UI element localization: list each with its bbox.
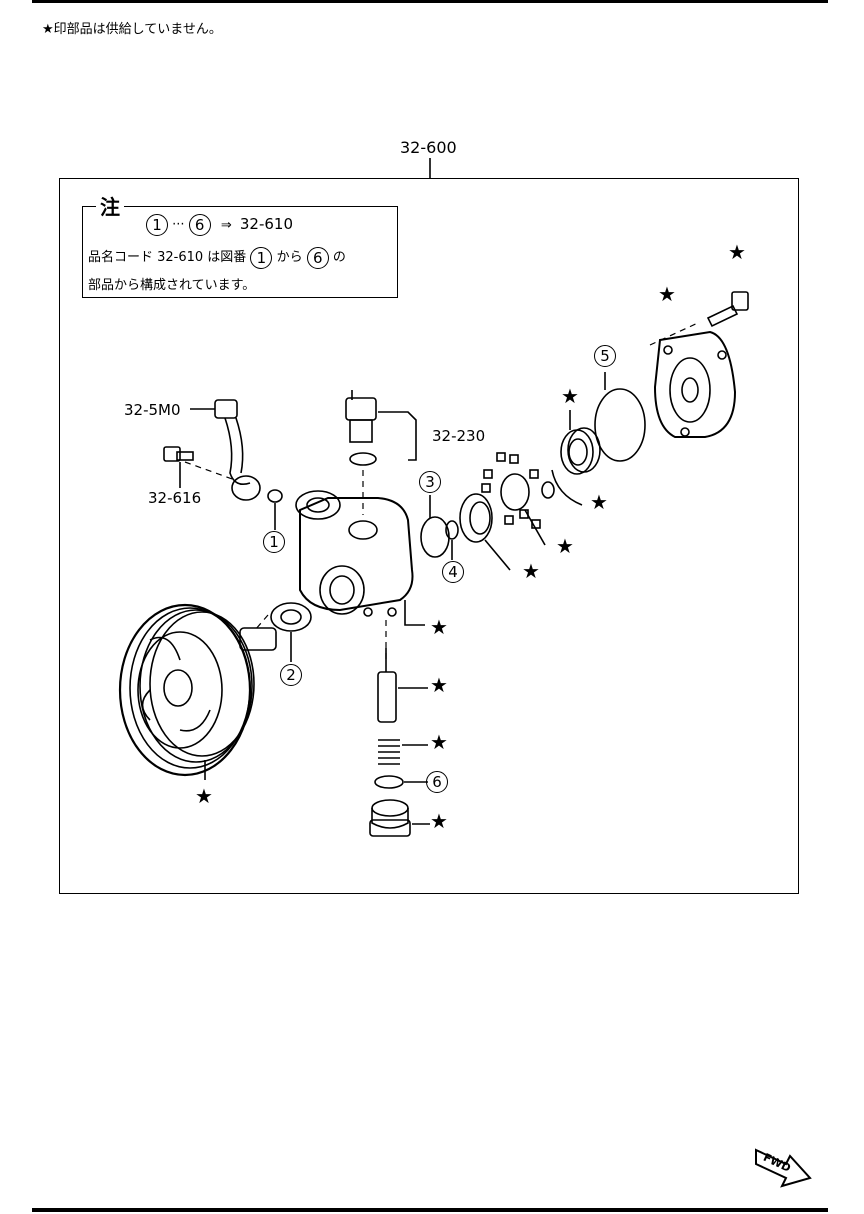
not-supplied-notice: ★印部品は供給していません。 [42, 22, 222, 37]
assembly-code-label: 32-600 [400, 138, 457, 157]
callout-3: 3 [419, 471, 441, 493]
note-range-sep: ··· [172, 217, 185, 233]
star-spring: ★ [430, 730, 448, 754]
callout-5: 5 [594, 345, 616, 367]
cover-seal-drawing [594, 372, 646, 462]
fwd-arrow-icon: FWD [755, 1148, 812, 1188]
cam-ring-drawing [560, 410, 601, 475]
callout-1: 1 [263, 531, 285, 553]
star-pump-body: ★ [430, 615, 448, 639]
bolt-part-label: 32-616 [148, 489, 202, 507]
pulley-drawing [118, 603, 277, 780]
note-description-line: 品名コード 32-610 は図番 1 から 6 の [88, 246, 346, 269]
cover-bolt-drawing [706, 291, 749, 328]
callout-4: 4 [442, 561, 464, 583]
star-cover-bolt: ★ [728, 240, 746, 264]
rotor-vanes-drawing [481, 452, 555, 546]
note-range-to: 6 [188, 214, 211, 236]
banjo-bolt-drawing [163, 446, 194, 488]
pump-body-drawing [295, 490, 425, 626]
star-rear-cover: ★ [658, 282, 676, 306]
o-rings-drawing [420, 495, 459, 560]
note-line2-from: 1 [250, 246, 273, 269]
star-pulley: ★ [195, 784, 213, 808]
callout-6: 6 [426, 771, 448, 793]
assembly-axis-lines [184, 321, 701, 660]
callout-2: 2 [280, 664, 302, 686]
note-arrow: ⇒ [220, 217, 232, 233]
flow-valve-stack-drawing [369, 648, 430, 837]
note-box [82, 206, 398, 298]
note-range-line: 1 ··· 6 ⇒ 32-610 [146, 214, 293, 236]
bottom-rule [32, 1208, 828, 1212]
rear-cover-drawing [653, 330, 737, 438]
note-line2-to: 6 [306, 246, 329, 269]
side-plate-drawing [459, 493, 511, 571]
note-line2-c: の [332, 250, 346, 265]
star-side-plate: ★ [522, 559, 540, 583]
note-range-code: 32-610 [239, 214, 294, 233]
star-plug: ★ [430, 809, 448, 833]
pressure-switch-drawing [345, 390, 417, 466]
note-range-from: 1 [146, 214, 168, 236]
o-ring-leader [551, 469, 583, 506]
hose-part-label: 32-5M0 [124, 401, 181, 419]
top-rule [32, 0, 828, 3]
note-line2-b: から [276, 250, 303, 265]
suction-hose-drawing [190, 399, 283, 530]
star-flow-valve: ★ [430, 673, 448, 697]
oil-seal-drawing [270, 602, 312, 662]
assembly-frame [59, 178, 799, 894]
note-title: 注 [96, 191, 124, 220]
switch-part-label: 32-230 [432, 427, 486, 445]
note-composition-line: 部品から構成されています。 [88, 278, 256, 293]
note-line2-a: 品名コード 32-610 は図番 [88, 250, 247, 265]
star-o-ring: ★ [590, 490, 608, 514]
star-cam-ring: ★ [561, 384, 579, 408]
star-vanes: ★ [556, 534, 574, 558]
